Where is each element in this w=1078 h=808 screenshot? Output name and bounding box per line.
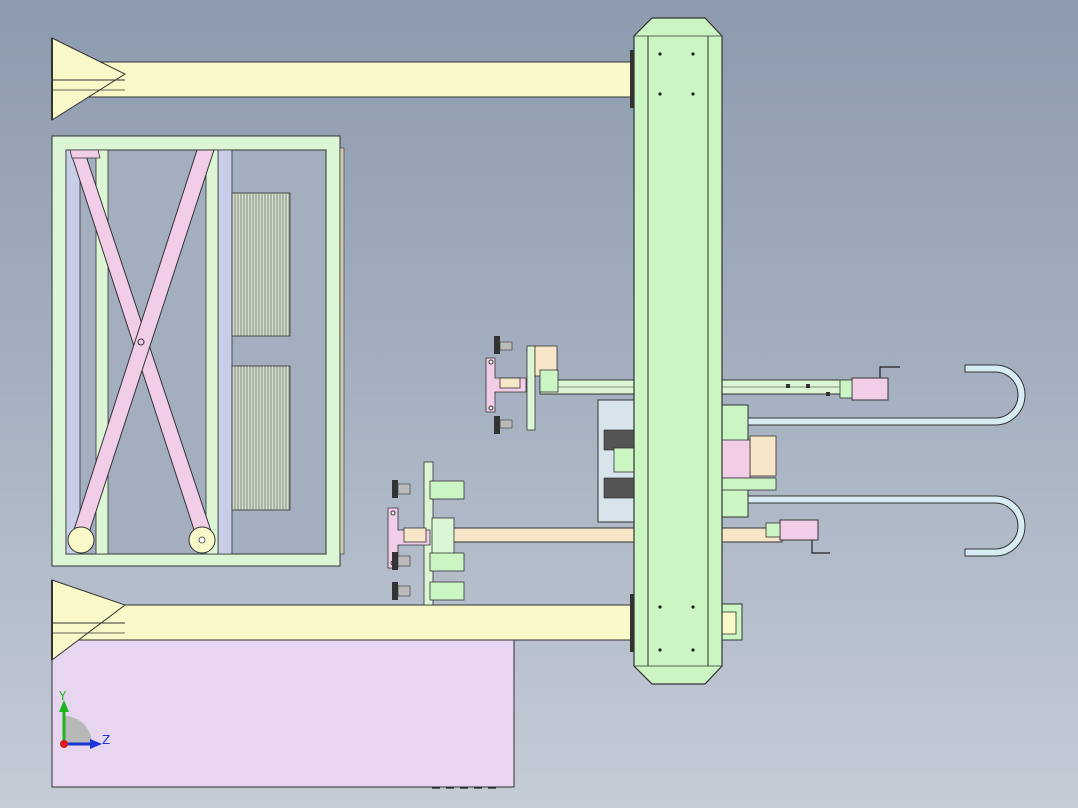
y-axis-label: Y <box>58 689 67 703</box>
vertical-column[interactable] <box>630 17 723 685</box>
drive-unit[interactable] <box>597 399 777 523</box>
upper-beam[interactable] <box>51 37 635 121</box>
upper-gripper[interactable] <box>485 336 559 434</box>
coordinate-triad: Y Z <box>58 689 110 749</box>
lower-gripper[interactable] <box>387 461 465 606</box>
guide-rail-left <box>65 149 81 555</box>
z-axis-label: Z <box>102 733 110 747</box>
lower-beam[interactable] <box>51 579 635 662</box>
suction-cup-row <box>392 480 465 601</box>
base-plate[interactable] <box>51 639 515 788</box>
frame-post-right <box>205 149 219 555</box>
sheet-stack-upper <box>231 192 291 337</box>
air-hose-lower <box>747 495 1026 557</box>
scissor-roller-left <box>67 526 95 554</box>
sheet-stack-lower <box>231 365 291 511</box>
scissor-mechanism[interactable] <box>67 149 216 554</box>
air-hose-upper <box>747 364 1026 426</box>
guide-rail-right <box>217 149 233 555</box>
column-bolts <box>658 52 695 652</box>
